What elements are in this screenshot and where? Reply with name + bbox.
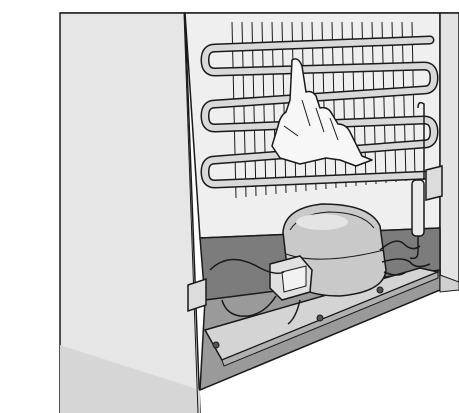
screw-hole-1 [212,341,220,349]
right-bracket [425,165,443,201]
coil-tube-fill [201,37,438,188]
right-side-post [439,12,459,291]
left-panel-inner-edge [183,12,199,413]
filter-pipe-top [417,101,425,180]
left-side-shading [60,345,200,413]
relay-box-icon [269,255,313,301]
left-side-panel [59,12,201,413]
compressor-top-shine [296,214,348,230]
right-foot [439,274,459,293]
hand-finger-line-2 [315,107,325,133]
relay-box-face [281,265,307,293]
pipe-2 [381,258,431,268]
screw-hole-3 [376,286,384,294]
base-plate-edge [221,271,439,367]
wire-3 [287,299,301,325]
hand-shape [271,58,373,167]
compressor-pipes [379,240,431,276]
hand-finger-line-1 [301,99,311,127]
dryer-filter-icon [409,101,443,260]
pipe-1 [379,240,421,251]
left-connector-box [187,277,207,313]
electrical-wires [209,258,301,325]
hand-icon [271,58,373,167]
hand-finger-line-3 [329,117,339,141]
compressor-seam [285,249,385,260]
filter-pipe-bottom [409,236,419,260]
filter-cylinder [411,179,425,237]
pipe-3 [383,271,407,276]
wire-1 [209,258,285,275]
hand-thumb-line [283,125,299,137]
screw-hole-2 [316,314,324,322]
wire-2 [221,295,277,317]
